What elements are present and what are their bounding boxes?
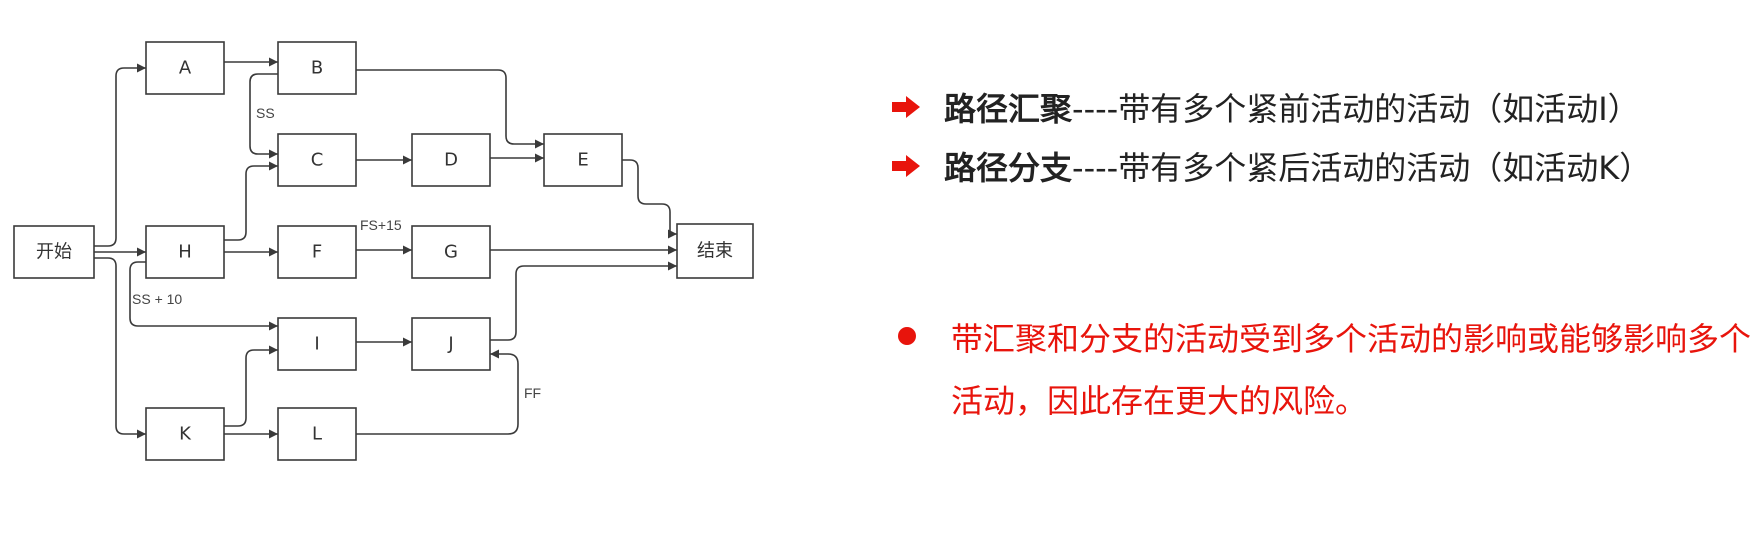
edge-h-to-i	[129, 261, 278, 331]
bullet-path-convergence: 路径汇聚 ----带有多个紧前活动的活动（如活动I）	[880, 82, 1640, 132]
edge-b-to-e	[356, 69, 544, 149]
node-box	[145, 225, 225, 279]
node-start: 开始	[13, 225, 95, 279]
node-label: G	[444, 242, 458, 263]
node-i: I	[277, 317, 357, 371]
node-d: D	[411, 133, 491, 187]
bullet-term: 路径分支	[944, 149, 1073, 187]
edge-l-to-j	[356, 349, 519, 435]
node-box	[145, 41, 225, 95]
node-box	[676, 223, 754, 279]
node-a: A	[145, 41, 225, 95]
bullet-term: 路径汇聚	[944, 90, 1073, 128]
node-box	[411, 317, 491, 371]
node-h: H	[145, 225, 225, 279]
node-box	[277, 41, 357, 95]
node-label: H	[178, 242, 192, 263]
edges	[94, 57, 677, 439]
node-label: C	[311, 150, 324, 171]
notes-panel: 路径汇聚 ----带有多个紧前活动的活动（如活动I） 路径分支 ----带有多个…	[880, 0, 1764, 552]
edge-j-to-end	[490, 261, 677, 341]
node-box	[145, 407, 225, 461]
node-b: B	[277, 41, 357, 95]
edge-start-to-k	[94, 257, 146, 439]
node-k: K	[145, 407, 225, 461]
node-label: F	[312, 242, 322, 263]
right-arrow-icon	[892, 96, 920, 118]
node-label: K	[179, 424, 192, 445]
node-label: A	[179, 58, 192, 79]
edge-start-to-a	[94, 63, 146, 247]
node-g: G	[411, 225, 491, 279]
node-j: J	[411, 317, 491, 371]
edge-b-to-c	[249, 73, 278, 159]
node-box	[411, 225, 491, 279]
node-e: E	[543, 133, 623, 187]
node-box	[13, 225, 95, 279]
bullet-path-divergence: 路径分支 ----带有多个紧后活动的活动（如活动K）	[880, 141, 1651, 191]
edge-h-to-c	[224, 161, 278, 241]
edge-label-h-to-i: SS + 10	[132, 291, 182, 307]
dot-icon	[898, 327, 916, 345]
node-box	[543, 133, 623, 187]
node-label: I	[314, 334, 319, 355]
node-label: B	[311, 58, 323, 79]
node-label: J	[447, 334, 453, 355]
edge-label-l-to-j: FF	[524, 385, 541, 401]
node-label: 结束	[697, 241, 733, 262]
nodes: 开始 A B C D E H F G I J K L 结束	[13, 41, 754, 461]
bullet-text: ----带有多个紧后活动的活动（如活动K）	[1072, 149, 1652, 187]
node-label: E	[577, 150, 588, 171]
right-arrow-icon	[892, 155, 920, 177]
node-l: L	[277, 407, 357, 461]
node-label: 开始	[36, 242, 72, 263]
node-label: L	[312, 424, 322, 445]
bullet-text: ----带有多个紧前活动的活动（如活动I）	[1072, 90, 1640, 128]
node-label: D	[444, 150, 458, 171]
node-box	[277, 317, 357, 371]
node-box	[277, 225, 357, 279]
node-box	[277, 407, 357, 461]
risk-statement: 带汇聚和分支的活动受到多个活动的影响或能够影响多个活动，因此存在更大的风险。	[951, 320, 1752, 420]
edge-label-f-to-g: FS+15	[360, 217, 402, 233]
node-box	[277, 133, 357, 187]
node-end: 结束	[676, 223, 754, 279]
edge-e-to-end	[622, 159, 677, 239]
node-f: F	[277, 225, 357, 279]
edge-label-b-to-c: SS	[256, 105, 275, 121]
node-box	[411, 133, 491, 187]
node-c: C	[277, 133, 357, 187]
edge-k-to-i	[224, 345, 278, 427]
